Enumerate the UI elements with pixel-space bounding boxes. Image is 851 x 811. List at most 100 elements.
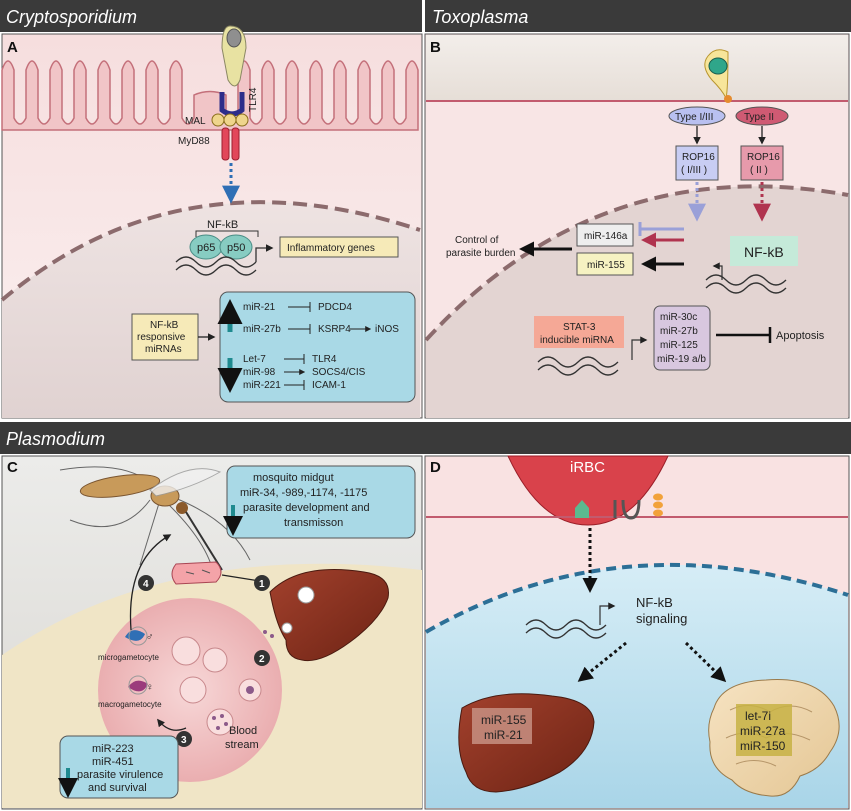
mal-2 — [223, 113, 237, 127]
header-toxoplasma: Toxoplasma — [432, 7, 528, 27]
mosquito — [59, 466, 251, 581]
step-1-marker — [254, 575, 270, 591]
rbc-2 — [202, 647, 228, 673]
dna-a — [175, 256, 257, 276]
step-4-marker — [138, 575, 154, 591]
rop16-ii-line1: ROP16 — [747, 152, 780, 163]
stat3-mirna-3: miR-125 — [660, 340, 698, 351]
panel-a: TLR4 MAL MyD88 NF-kB p65 p50 Inflammator… — [0, 25, 423, 419]
stat3-box — [534, 316, 624, 348]
midgut-line2: miR-34, -989,-1174, -1175 — [240, 487, 367, 499]
myd88-2 — [231, 127, 240, 161]
nuclear-membrane-d — [425, 562, 849, 634]
nfkb-box-b — [730, 236, 798, 266]
mosquito-wing — [149, 468, 222, 497]
midgut-line1: mosquito midgut — [253, 472, 334, 484]
mirna-down-3: miR-221 — [243, 380, 281, 391]
header-cryptosporidium: Cryptosporidium — [6, 7, 137, 27]
responsive-mirnas-line2: responsive — [137, 332, 186, 343]
type-ii-oval — [735, 106, 789, 126]
rbc-1 — [171, 636, 201, 666]
step-3-label: 3 — [181, 735, 187, 746]
panel-a-label: A — [7, 39, 18, 56]
mirna-down-1: Let-7 — [243, 354, 266, 365]
extracellular-b — [426, 35, 848, 101]
receptor-green — [575, 500, 589, 518]
type-i-iii-oval — [668, 106, 726, 126]
step-3-marker — [176, 731, 192, 747]
macrogametocyte-shape — [128, 680, 148, 692]
control-line1: Control of — [455, 235, 499, 246]
stat3-mirna-1: miR-30c — [660, 312, 697, 323]
mir146a-box — [576, 223, 634, 247]
microgametocyte-cell — [128, 626, 148, 646]
target-down-2: SOCS4/CIS — [312, 367, 366, 378]
p65-label: p65 — [197, 242, 215, 254]
panel-d-label: D — [430, 459, 441, 476]
header-bar-cryptosporidium — [0, 0, 422, 32]
irbc-label: iRBC — [570, 459, 605, 476]
macrogametocyte-label: macrogametocyte — [98, 700, 162, 709]
inos-label: iNOS — [375, 324, 399, 335]
receptor-grey — [613, 499, 641, 520]
p50-label: p50 — [227, 242, 245, 254]
mosquito-proboscis — [185, 511, 223, 571]
control-line2: parasite burden — [446, 248, 516, 259]
rop16-ii-line2: ( II ) — [750, 165, 768, 176]
schizont-rbc — [206, 708, 234, 736]
p50-subunit — [219, 234, 253, 260]
transcription-arrow-a — [255, 244, 274, 262]
myd88-1 — [221, 127, 230, 161]
gametocyte-arrow — [157, 718, 187, 731]
responsive-mirnas-line3: miRNAs — [145, 344, 182, 355]
brain-mirna-2: miR-27a — [740, 724, 786, 738]
target-up-1: PDCD4 — [318, 302, 352, 313]
stat3-mirna-4: miR-19 a/b — [657, 354, 706, 365]
mosquito-head — [176, 502, 188, 514]
rbc-4 — [179, 676, 207, 704]
mirna-targets-box — [219, 291, 416, 403]
nfkb-d-line2: signaling — [636, 611, 687, 626]
irbc — [507, 455, 669, 526]
microgametocyte-label: microgametocyte — [98, 653, 159, 662]
brain-mirna-1: let-7i — [745, 709, 771, 723]
rop16-i-iii-line2: ( I/III ) — [681, 165, 707, 176]
mir155-box-b — [576, 252, 634, 276]
dna-b-stat3 — [537, 356, 619, 376]
stat3-line2: inducible miRNA — [540, 335, 614, 346]
tlr4-label: TLR4 — [248, 87, 259, 112]
microvilli — [1, 60, 419, 131]
virulence-line1: miR-223 — [92, 743, 134, 755]
header-bar-toxoplasma — [425, 0, 851, 32]
mirna-down-2: miR-98 — [243, 367, 276, 378]
virulence-line4: and survival — [88, 782, 147, 794]
rop16-i-iii-line1: ROP16 — [682, 152, 715, 163]
dna-d — [525, 619, 607, 639]
mir155-label-b: miR-155 — [587, 260, 625, 271]
mir146a-label: miR-146a — [584, 231, 628, 242]
stat3-mirna-2: miR-27b — [660, 326, 698, 337]
inflammatory-genes-box — [279, 236, 399, 258]
type-ii-label: Type II — [744, 112, 774, 123]
panel-b: Type I/III Type II ROP16 ( I/III ) ROP16… — [424, 33, 850, 419]
adapter-1 — [653, 493, 663, 501]
step-1-label: 1 — [259, 579, 265, 590]
transcription-arrow-d — [599, 602, 616, 625]
toxoplasma-nucleus — [708, 57, 728, 75]
midgut-line3: parasite development and — [243, 502, 370, 514]
nfkb-d-line1: NF-kB — [636, 595, 673, 610]
panel-d: iRBC NF-kB signaling miR-155 miR-21 let-… — [424, 455, 850, 810]
mosquito-leg-2 — [69, 499, 151, 528]
transmission-arrow — [129, 534, 172, 631]
nfkb-label-b: NF-kB — [744, 244, 784, 260]
type-i-iii-label: Type I/III — [675, 112, 713, 123]
schizont-dot-3 — [224, 722, 228, 726]
inflammatory-genes-label: Inflammatory genes — [287, 243, 375, 254]
rhoptry-tip — [724, 95, 732, 103]
brain-mirna-3: miR-150 — [740, 739, 786, 753]
midgut-box — [226, 465, 416, 539]
responsive-mirnas-line1: NF-kB — [150, 320, 179, 331]
mosquito-leg-5 — [174, 497, 251, 561]
merozoite-release — [281, 622, 293, 634]
